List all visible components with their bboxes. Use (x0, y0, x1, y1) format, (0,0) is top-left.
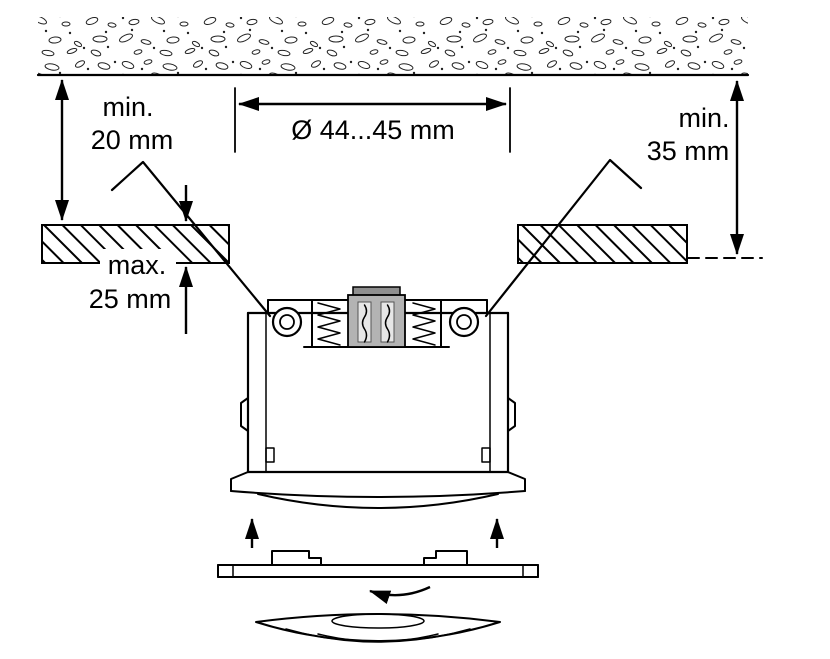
label-min-35-line2: 35 mm (647, 136, 730, 166)
bayonet-hook-right (423, 550, 468, 566)
insert-arrows (245, 518, 504, 548)
label-min-35-line1: min. (678, 103, 729, 133)
mounting-screws (271, 306, 480, 338)
clamp-body (347, 294, 406, 348)
label-max-25-line1: max. (108, 250, 167, 280)
dimension-hole-diameter: Ø 44...45 mm (234, 87, 511, 153)
spring-clip-left (110, 160, 272, 318)
terminal-block (303, 286, 450, 348)
dimension-min-35mm: min. 35 mm (647, 80, 744, 255)
trim-flange (230, 471, 526, 509)
latch-tab-right (507, 397, 516, 432)
lens-cover (255, 613, 501, 643)
bayonet-ring (217, 550, 539, 578)
concrete-ceiling (36, 17, 750, 77)
spring-clips (110, 158, 643, 318)
latch-tab-left (240, 397, 249, 432)
clamp-slot-right (380, 301, 395, 343)
spring-coil-right (412, 302, 436, 346)
label-hole-diameter: Ø 44...45 mm (291, 115, 455, 145)
ceiling-panel-right (517, 224, 688, 264)
spring-clip-right (484, 158, 643, 318)
label-max-25-line2: 25 mm (89, 284, 172, 314)
bayonet-hook-left (271, 550, 322, 566)
dimension-max-25mm: max. 25 mm (89, 185, 193, 334)
label-min-20-line2: 20 mm (91, 125, 174, 155)
spring-coil-left (317, 302, 341, 346)
clamp-slot-left (357, 301, 372, 343)
dimension-min-20mm: min. 20 mm (55, 79, 174, 221)
rotate-arrow (369, 585, 431, 604)
label-min-20-line1: min. (102, 92, 153, 122)
